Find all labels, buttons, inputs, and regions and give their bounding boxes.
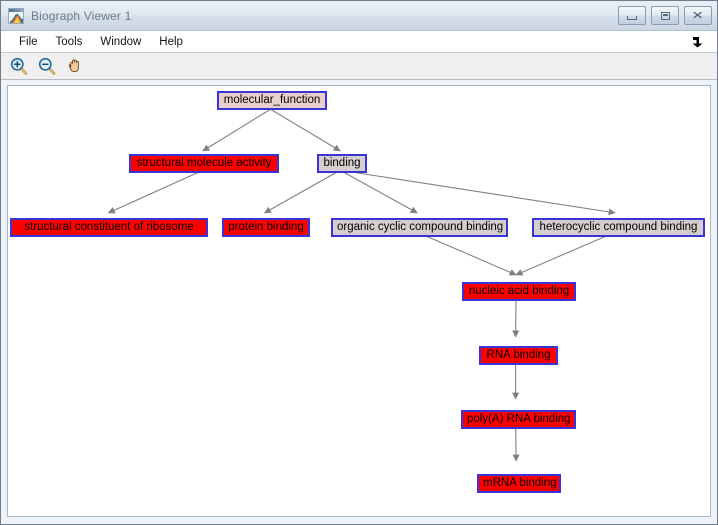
graph-node-heterocyclic-compound-binding[interactable]: heterocyclic compound binding	[532, 218, 705, 237]
graph-edge-heterocyclic-compound-binding-to-nucleic-acid-binding	[515, 231, 616, 276]
graph-edge-binding-to-heterocyclic-compound-binding	[340, 169, 616, 216]
graph-edge-molecular-function-to-binding	[270, 108, 341, 152]
graph-edge-organic-cyclic-compound-binding-to-nucleic-acid-binding	[416, 231, 517, 276]
undock-arrow-icon[interactable]	[691, 35, 704, 48]
graph-node-nucleic-acid-binding[interactable]: nucleic acid binding	[462, 282, 576, 301]
maximize-icon	[660, 11, 670, 20]
graph-node-mRNA-binding[interactable]: mRNA binding	[477, 474, 561, 493]
menu-item-help[interactable]: Help	[159, 35, 183, 48]
graph-node-organic-cyclic-compound-binding[interactable]: organic cyclic compound binding	[331, 218, 508, 237]
zoom-out-button[interactable]	[36, 55, 58, 77]
menu-item-window[interactable]: Window	[100, 35, 142, 48]
menu-item-file[interactable]: File	[19, 35, 38, 48]
graph-node-structural-molecule-activity[interactable]: structural molecule activity	[129, 154, 279, 173]
close-icon: ✕	[691, 9, 705, 22]
graph-node-structural-constituent-of-ribosome[interactable]: structural constituent of ribosome	[10, 218, 208, 237]
close-button[interactable]: ✕	[684, 6, 712, 25]
window-title: Biograph Viewer 1	[31, 8, 132, 23]
graph-edge-binding-to-organic-cyclic-compound-binding	[339, 169, 418, 214]
maximize-button[interactable]	[651, 6, 679, 25]
canvas-container: molecular_function structural molecule ac…	[1, 80, 717, 524]
magnifier-minus-icon	[38, 57, 56, 75]
graph-edge-binding-to-protein-binding	[263, 169, 341, 214]
graph-edge-layer	[107, 108, 616, 462]
matlab-membrane-icon	[8, 7, 24, 24]
graph-edge-molecular-function-to-structural-molecule-activity	[202, 108, 271, 152]
graph-canvas[interactable]: molecular_function structural molecule ac…	[7, 85, 711, 517]
window-controls: ✕	[618, 6, 712, 25]
graph-node-binding[interactable]: binding	[317, 154, 367, 173]
title-bar: Biograph Viewer 1 ✕	[1, 1, 717, 31]
minimize-button[interactable]	[618, 6, 646, 25]
menu-item-tools[interactable]: Tools	[55, 35, 83, 48]
zoom-in-button[interactable]	[8, 55, 30, 77]
graph-node-polyA-RNA-binding[interactable]: poly(A) RNA binding	[461, 410, 576, 429]
hand-icon	[68, 59, 79, 73]
magnifier-plus-icon	[10, 57, 28, 75]
graph-edge-structural-molecule-activity-to-structural-constituent-of-ribosome	[107, 169, 204, 214]
graph-node-molecular-function[interactable]: molecular_function	[217, 91, 327, 110]
pan-button[interactable]	[64, 55, 86, 77]
toolbar	[1, 53, 717, 80]
graph-node-protein-binding[interactable]: protein binding	[222, 218, 310, 237]
menu-bar: File Tools Window Help	[1, 31, 717, 53]
graph-node-RNA-binding[interactable]: RNA binding	[479, 346, 558, 365]
minimize-icon	[627, 15, 637, 20]
